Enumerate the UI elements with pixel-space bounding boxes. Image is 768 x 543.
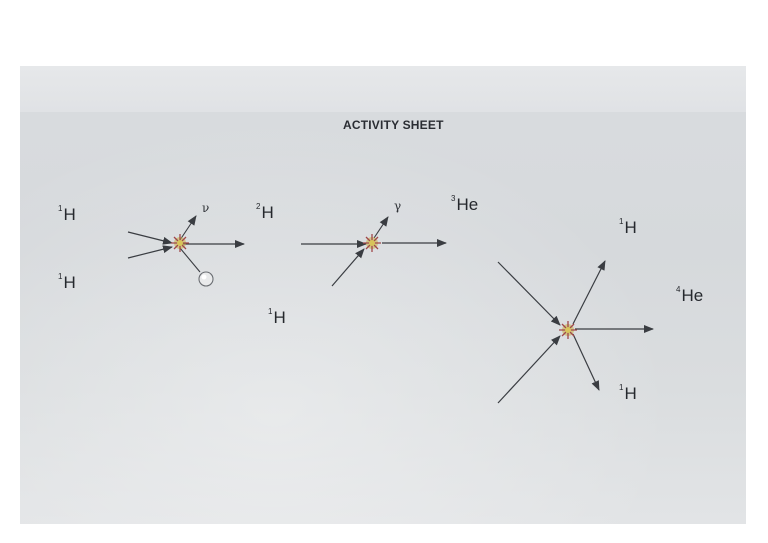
label-helium-4: 4He xyxy=(676,285,704,305)
reaction-3 xyxy=(497,260,654,404)
line-to-positron xyxy=(179,247,201,273)
label-deuterium: 2H xyxy=(256,202,274,222)
positron-icon xyxy=(198,271,214,287)
sheet-top-edge xyxy=(20,66,746,112)
arrow-in-helium3-lower xyxy=(497,335,561,404)
arrow-out-neutrino xyxy=(179,215,197,241)
fusion-diagram xyxy=(127,215,654,404)
label-hydrogen-1-right-bottom: 1H xyxy=(619,383,637,403)
arrow-in-lower xyxy=(127,245,173,259)
reaction-1 xyxy=(127,215,245,287)
label-hydrogen-1-middle: 1H xyxy=(268,307,286,327)
photo-of-activity-sheet: ACTIVITY SHEET xyxy=(20,66,746,524)
label-helium-3: 3He xyxy=(451,194,479,214)
lighting-shade xyxy=(20,66,746,524)
arrow-in-proton xyxy=(331,248,365,287)
burst-icon xyxy=(171,234,189,252)
arrow-out-proton-top xyxy=(572,260,606,325)
label-hydrogen-1-bottom-left: 1H xyxy=(58,272,76,292)
label-hydrogen-1-right-top: 1H xyxy=(619,217,637,237)
burst-icon xyxy=(559,321,577,339)
sheet-title: ACTIVITY SHEET xyxy=(343,118,444,132)
label-hydrogen-1-top-left: 1H xyxy=(58,204,76,224)
burst-icon xyxy=(363,234,381,252)
arrow-out-proton-bottom xyxy=(572,333,600,391)
label-gamma: γ xyxy=(394,199,402,213)
arrow-out-gamma xyxy=(373,216,389,239)
label-neutrino: ν xyxy=(202,201,210,215)
reaction-2 xyxy=(301,216,447,287)
arrow-in-helium3-upper xyxy=(497,261,561,326)
arrow-in-upper xyxy=(127,231,173,245)
